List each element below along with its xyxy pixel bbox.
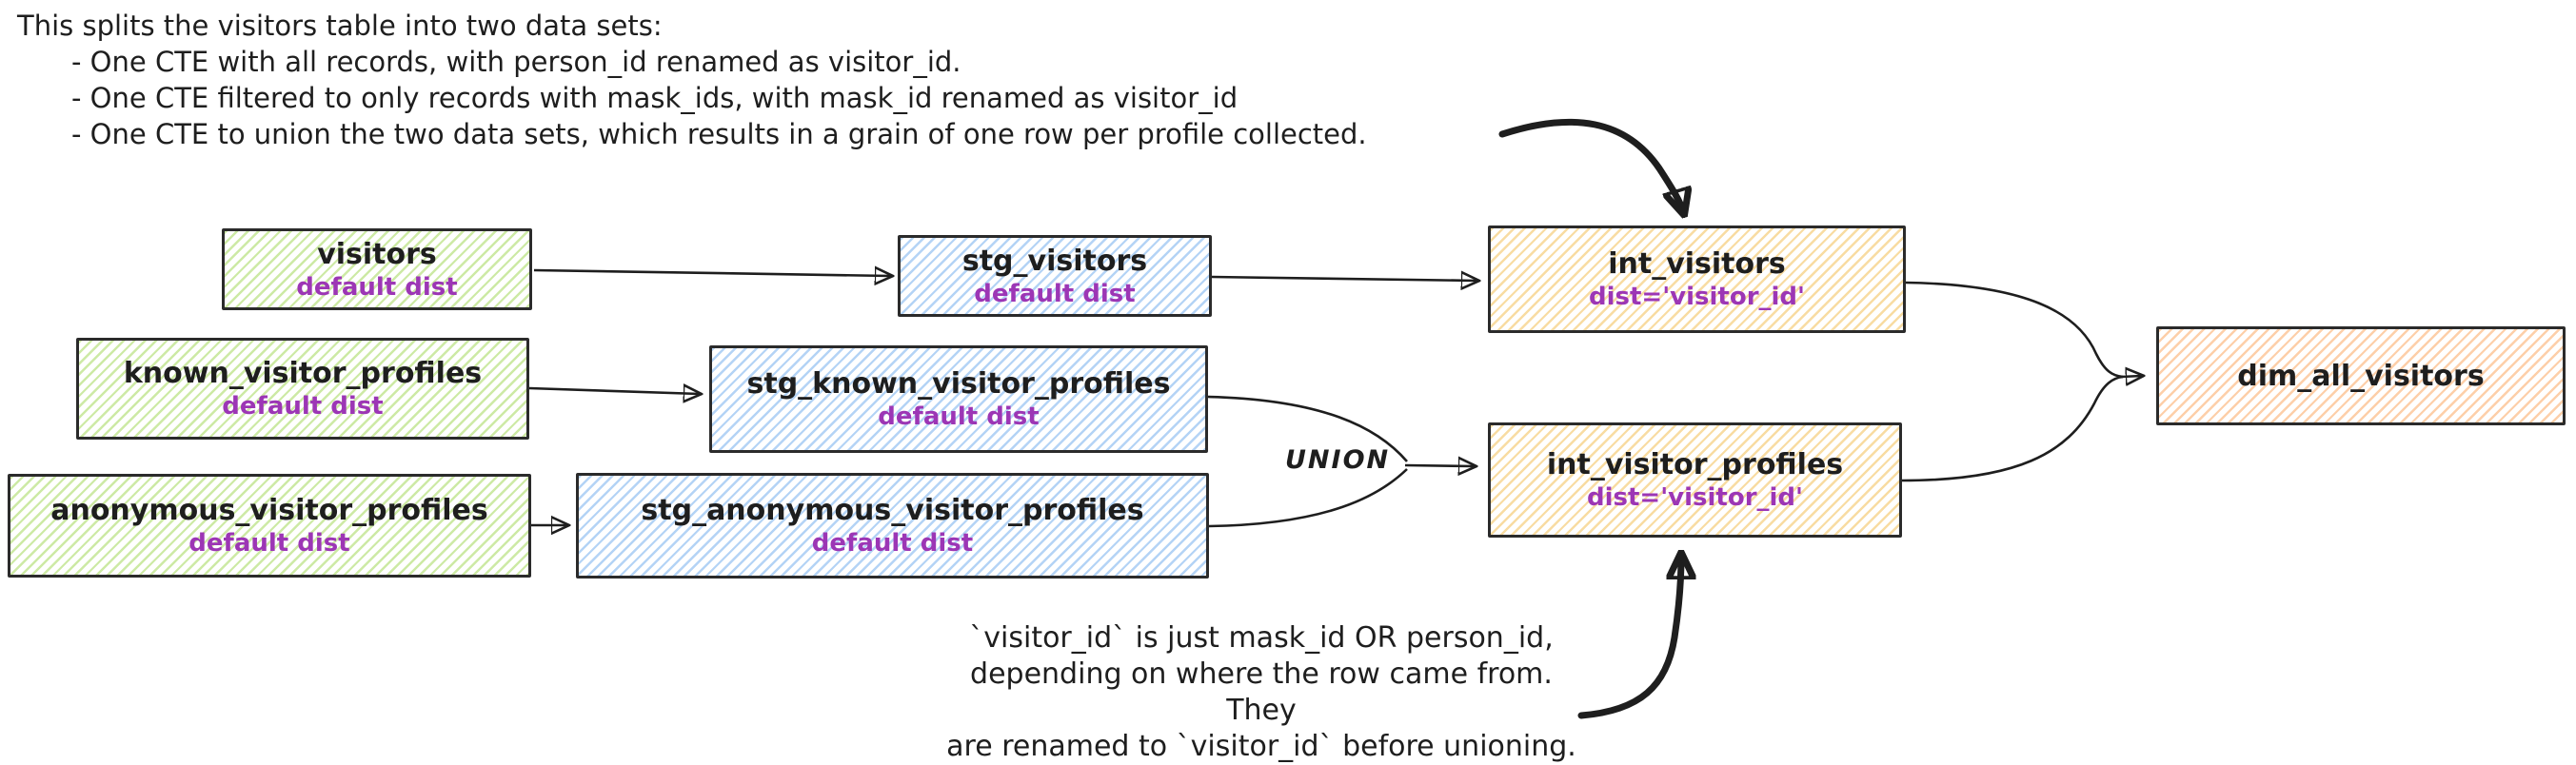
top-note: This splits the visitors table into two … [17, 8, 1367, 152]
node-subtitle: dist='visitor_id' [1588, 283, 1806, 311]
arrow-bottom-note-to-int-visitor-profiles [1577, 557, 1681, 719]
bottom-note-line-1: `visitor_id` is just mask_id OR person_i… [969, 621, 1554, 655]
node-title: stg_visitors [961, 244, 1148, 278]
arrow-known-to-stg-known [528, 388, 700, 394]
node-subtitle: dist='visitor_id' [1586, 483, 1804, 512]
curve-int-visitors-to-merge [1905, 281, 2124, 379]
top-note-bullet-3: - One CTE to union the two data sets, wh… [71, 118, 1367, 150]
node-stg-anonymous-visitor-profiles[interactable]: stg_anonymous_visitor_profiles default d… [576, 473, 1209, 579]
node-title: stg_anonymous_visitor_profiles [641, 494, 1144, 527]
node-subtitle: default dist [811, 529, 974, 558]
arrow-stg-visitors-to-int-visitors [1211, 277, 1477, 281]
bottom-note-line-2: depending on where the row came from. Th… [970, 657, 1553, 727]
arrow-merge-to-dim-all-visitors [2120, 376, 2142, 377]
node-title: dim_all_visitors [2237, 359, 2485, 393]
top-note-intro: This splits the visitors table into two … [17, 10, 663, 42]
node-title: visitors [317, 237, 437, 271]
union-label: UNION [1285, 445, 1391, 475]
node-subtitle: default dist [974, 279, 1136, 308]
node-title: known_visitor_profiles [123, 357, 483, 390]
node-title: anonymous_visitor_profiles [50, 494, 488, 527]
node-subtitle: default dist [222, 392, 384, 421]
node-visitors[interactable]: visitors default dist [222, 228, 532, 310]
arrow-union-to-int-visitor-profiles [1404, 465, 1475, 466]
node-title: int_visitor_profiles [1546, 448, 1844, 481]
node-int-visitor-profiles[interactable]: int_visitor_profiles dist='visitor_id' [1488, 422, 1902, 538]
arrow-visitors-to-stg-visitors [533, 270, 891, 276]
top-note-bullet-2: - One CTE filtered to only records with … [71, 82, 1238, 114]
curve-int-visitor-profiles-to-merge [1901, 375, 2124, 482]
node-title: int_visitors [1608, 247, 1786, 281]
node-stg-visitors[interactable]: stg_visitors default dist [898, 235, 1212, 317]
node-subtitle: default dist [296, 272, 458, 302]
node-dim-all-visitors[interactable]: dim_all_visitors [2156, 326, 2566, 425]
node-int-visitors[interactable]: int_visitors dist='visitor_id' [1488, 226, 1906, 333]
bottom-note-line-3: are renamed to `visitor_id` before union… [946, 730, 1576, 763]
excalidraw-canvas: This splits the visitors table into two … [8, 8, 2566, 763]
top-note-bullet-1: - One CTE with all records, with person_… [71, 46, 961, 78]
node-subtitle: default dist [188, 529, 350, 558]
node-title: stg_known_visitor_profiles [746, 367, 1171, 401]
node-stg-known-visitor-profiles[interactable]: stg_known_visitor_profiles default dist [709, 345, 1208, 453]
union-curve-from-stg-anonymous [1208, 468, 1408, 528]
node-known-visitor-profiles[interactable]: known_visitor_profiles default dist [76, 338, 529, 440]
arrow-top-note-to-int-visitors [1498, 118, 1683, 211]
node-subtitle: default dist [878, 402, 1040, 431]
bottom-note: `visitor_id` is just mask_id OR person_i… [938, 620, 1585, 765]
node-anonymous-visitor-profiles[interactable]: anonymous_visitor_profiles default dist [8, 474, 531, 578]
